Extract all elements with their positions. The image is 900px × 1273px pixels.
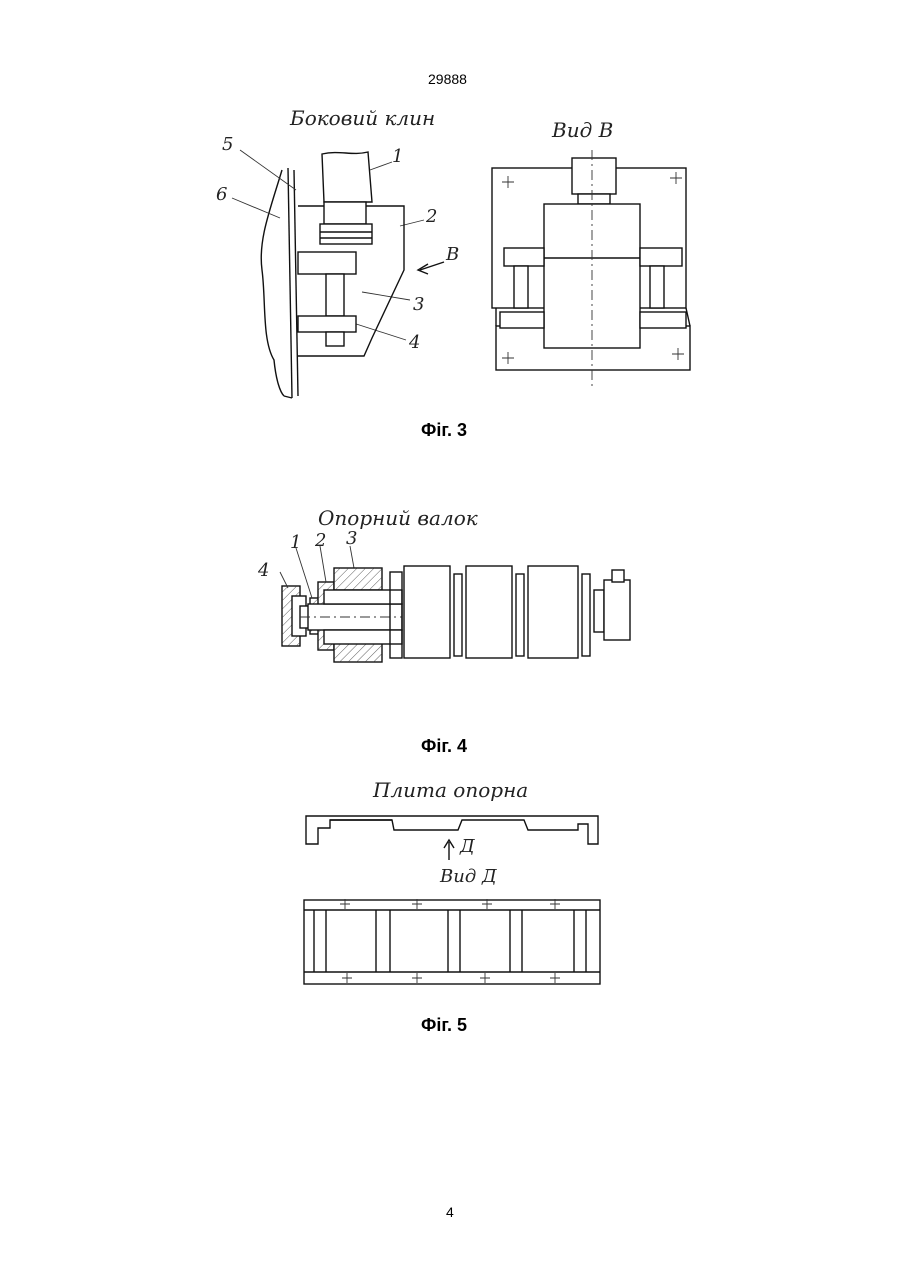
fig3-view-b-drawing xyxy=(492,150,690,386)
fig5-support-plate-drawing xyxy=(304,816,600,984)
fig4-support-roll-drawing xyxy=(280,546,630,662)
fig3-side-wedge-drawing xyxy=(232,150,444,398)
